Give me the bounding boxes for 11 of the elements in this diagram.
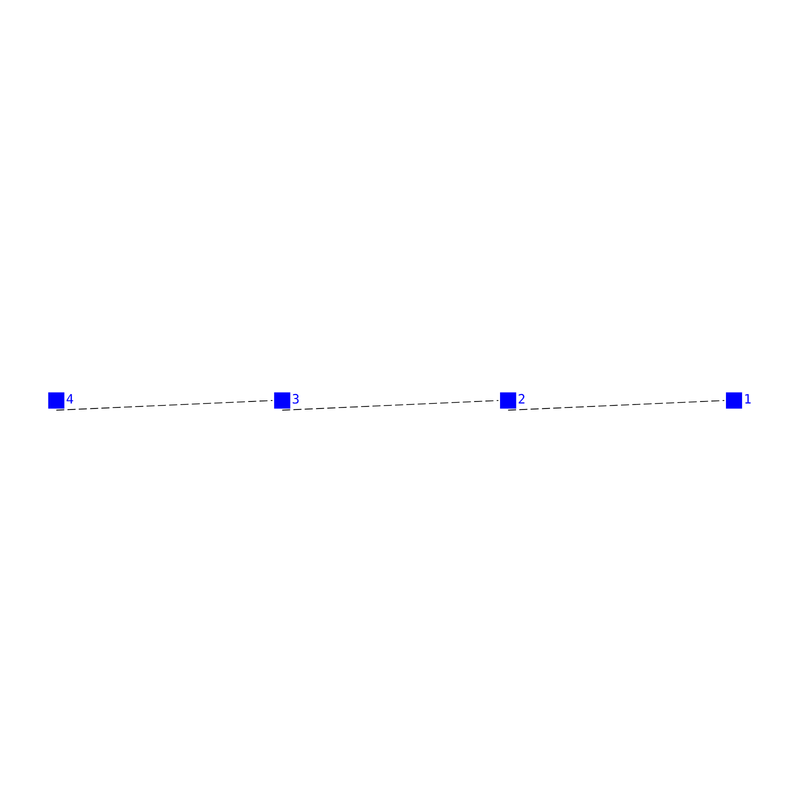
node-label: 4 <box>66 392 74 408</box>
node-box <box>48 392 64 408</box>
node-label: 1 <box>744 392 752 408</box>
connector <box>508 400 725 410</box>
node-label: 2 <box>518 392 526 408</box>
node-label: 3 <box>292 392 300 408</box>
node-box <box>274 392 290 408</box>
connector <box>282 400 499 410</box>
node-box <box>726 392 742 408</box>
node-box <box>500 392 516 408</box>
connector <box>56 400 273 410</box>
